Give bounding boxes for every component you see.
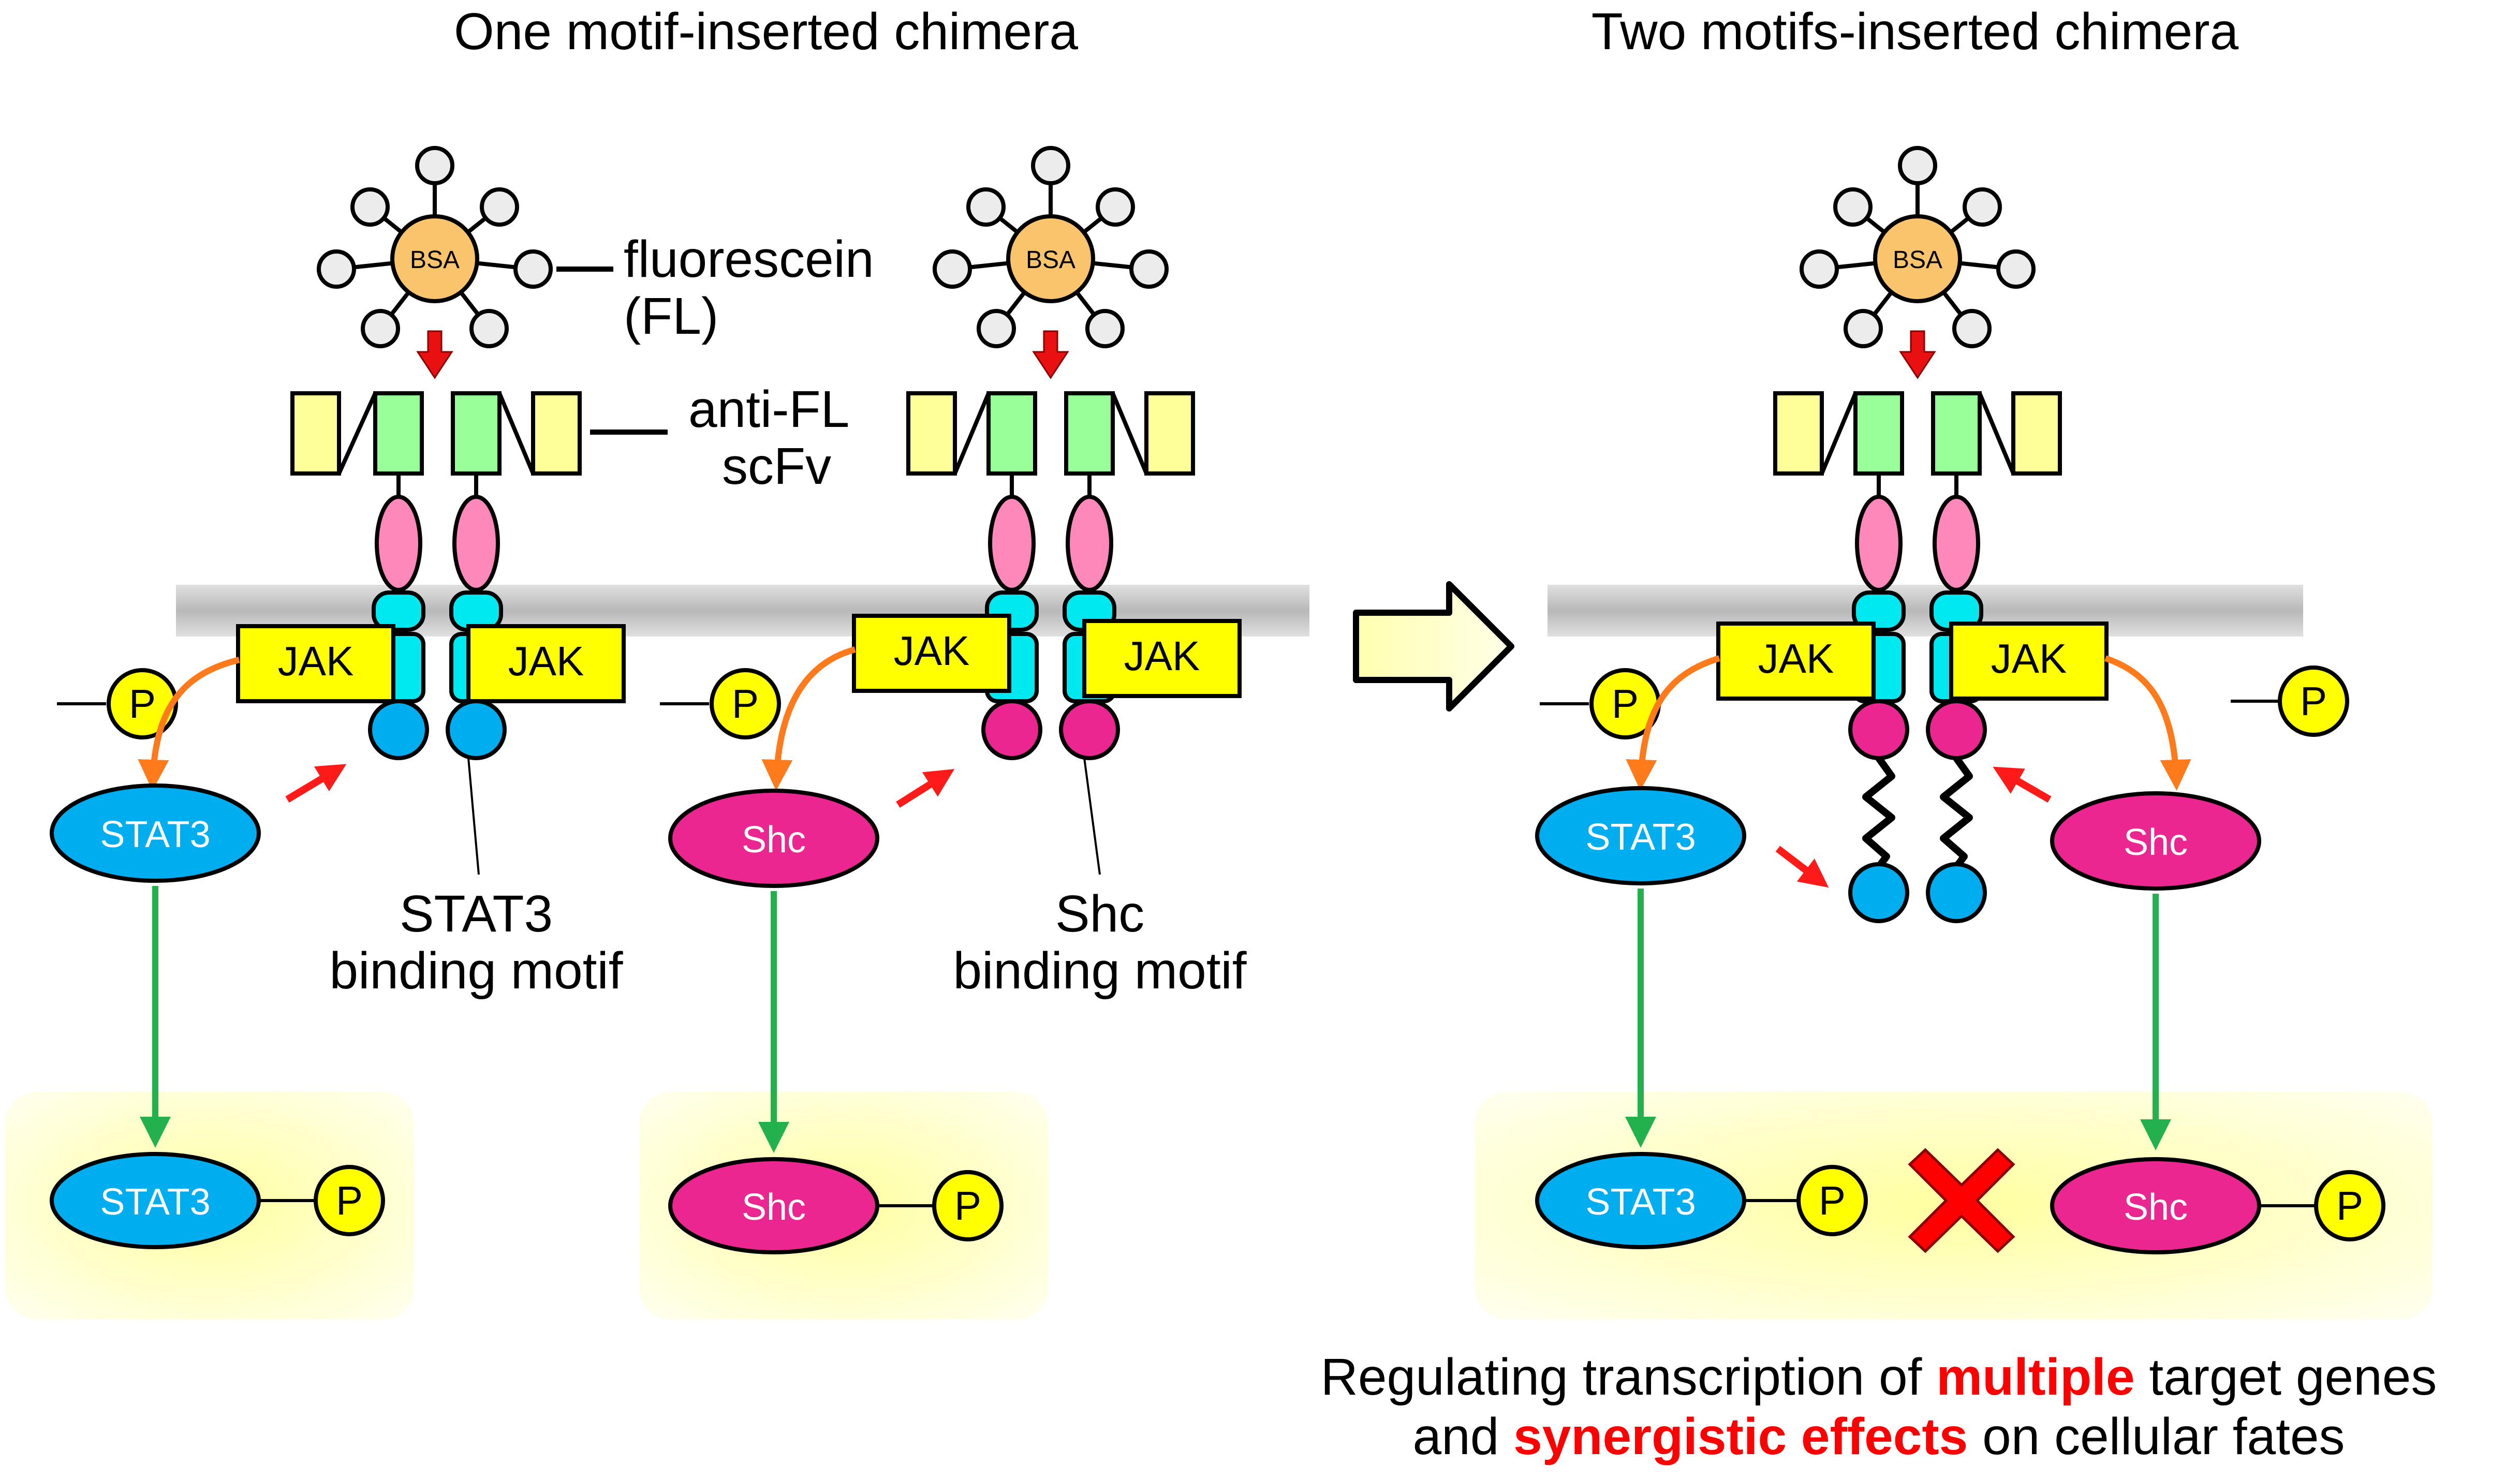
svg-text:STAT3: STAT3 <box>1585 1181 1696 1223</box>
cross-icon <box>1908 1148 2015 1253</box>
shc-motif-leader <box>1083 758 1101 875</box>
bsa-complex-2: BSA <box>933 146 1169 348</box>
binding-arrow-3 <box>1899 330 1936 379</box>
receptor-pair-3 <box>1773 391 2062 923</box>
scfv-label-line1: anti-FL <box>688 380 849 438</box>
red-arrow-2 <box>896 769 955 808</box>
svg-text:P: P <box>336 1178 363 1223</box>
phosphate-4: P <box>2278 665 2349 737</box>
svg-text:P: P <box>732 681 759 727</box>
orange-arrow-4 <box>2104 655 2191 791</box>
shc-motif-label-line2: binding motif <box>953 942 1247 1000</box>
jak-box-2a: JAK <box>852 614 1011 693</box>
svg-text:STAT3: STAT3 <box>100 814 210 855</box>
title-right: Two motifs-inserted chimera <box>1591 3 2239 61</box>
svg-text:Shc: Shc <box>2124 1187 2188 1228</box>
shc-phospho-1: Shc P <box>668 1157 1004 1254</box>
fluorescein-label-line1: fluorescein <box>624 230 874 288</box>
binding-arrow-2 <box>1032 330 1069 379</box>
bsa-label-1: BSA <box>410 246 460 274</box>
red-arrow-3 <box>1775 846 1829 888</box>
shc-protein-1: Shc <box>668 789 879 888</box>
svg-text:STAT3: STAT3 <box>100 1181 210 1223</box>
svg-text:JAK: JAK <box>1991 635 2067 682</box>
orange-arrow-3 <box>1626 655 1720 791</box>
svg-text:JAK: JAK <box>1124 633 1200 679</box>
stat3-protein-1: STAT3 <box>50 783 261 883</box>
membrane-right <box>1548 585 2303 637</box>
fluorescein-label-line2: (FL) <box>624 287 718 345</box>
stat3-phospho-1: STAT3 P <box>50 1152 385 1249</box>
jak-box-1b: JAK <box>466 624 626 703</box>
svg-text:P: P <box>129 681 156 727</box>
red-arrow-1 <box>285 764 347 803</box>
svg-text:P: P <box>1612 681 1639 727</box>
bsa-label-3: BSA <box>1893 246 1942 274</box>
svg-text:Shc: Shc <box>742 819 806 861</box>
svg-text:Shc: Shc <box>742 1187 806 1228</box>
phosphate-2: P <box>710 668 781 739</box>
jak-box-3b: JAK <box>1949 621 2109 701</box>
receptor-pair-2 <box>906 391 1195 760</box>
svg-text:Shc: Shc <box>2124 822 2188 863</box>
stat3-motif-label-line2: binding motif <box>330 942 623 1000</box>
bsa-complex-3: BSA <box>1800 146 2036 348</box>
jak-box-3a: JAK <box>1716 621 1876 701</box>
orange-arrow-1 <box>138 657 240 791</box>
jak-box-1a: JAK <box>236 624 395 703</box>
svg-text:JAK: JAK <box>894 628 970 674</box>
shc-motif-label-line1: Shc <box>1055 885 1144 943</box>
title-left: One motif-inserted chimera <box>454 3 1078 61</box>
bsa-complex-1: BSA <box>317 146 553 348</box>
phosphate-1: P <box>107 668 178 739</box>
shc-phospho-2: Shc P <box>2050 1157 2385 1254</box>
receptor-pair-1 <box>290 391 582 760</box>
red-arrow-4 <box>1993 766 2052 803</box>
shc-protein-2: Shc <box>2050 791 2261 891</box>
svg-text:JAK: JAK <box>278 638 354 684</box>
binding-arrow-1 <box>416 330 453 379</box>
jak-box-2b: JAK <box>1082 619 1242 698</box>
caption-line2: and synergistic effects on cellular fate… <box>1412 1408 2345 1466</box>
scfv-label-line2: scFv <box>722 437 831 495</box>
svg-text:P: P <box>1819 1178 1846 1223</box>
transition-arrow <box>1353 581 1514 712</box>
stat3-motif-label-line1: STAT3 <box>400 885 553 943</box>
stat3-phospho-2: STAT3 P <box>1535 1152 1868 1249</box>
svg-text:STAT3: STAT3 <box>1585 817 1696 858</box>
svg-text:P: P <box>954 1183 981 1229</box>
caption-line1: Regulating transcription of multiple tar… <box>1321 1348 2437 1406</box>
bsa-label-2: BSA <box>1026 246 1075 274</box>
svg-text:P: P <box>2300 678 2327 724</box>
stat3-motif-leader <box>467 758 480 875</box>
svg-text:P: P <box>2336 1183 2363 1229</box>
orange-arrow-2 <box>761 646 856 791</box>
svg-text:JAK: JAK <box>508 638 584 684</box>
stat3-protein-2: STAT3 <box>1535 786 1746 885</box>
svg-text:JAK: JAK <box>1758 635 1834 682</box>
